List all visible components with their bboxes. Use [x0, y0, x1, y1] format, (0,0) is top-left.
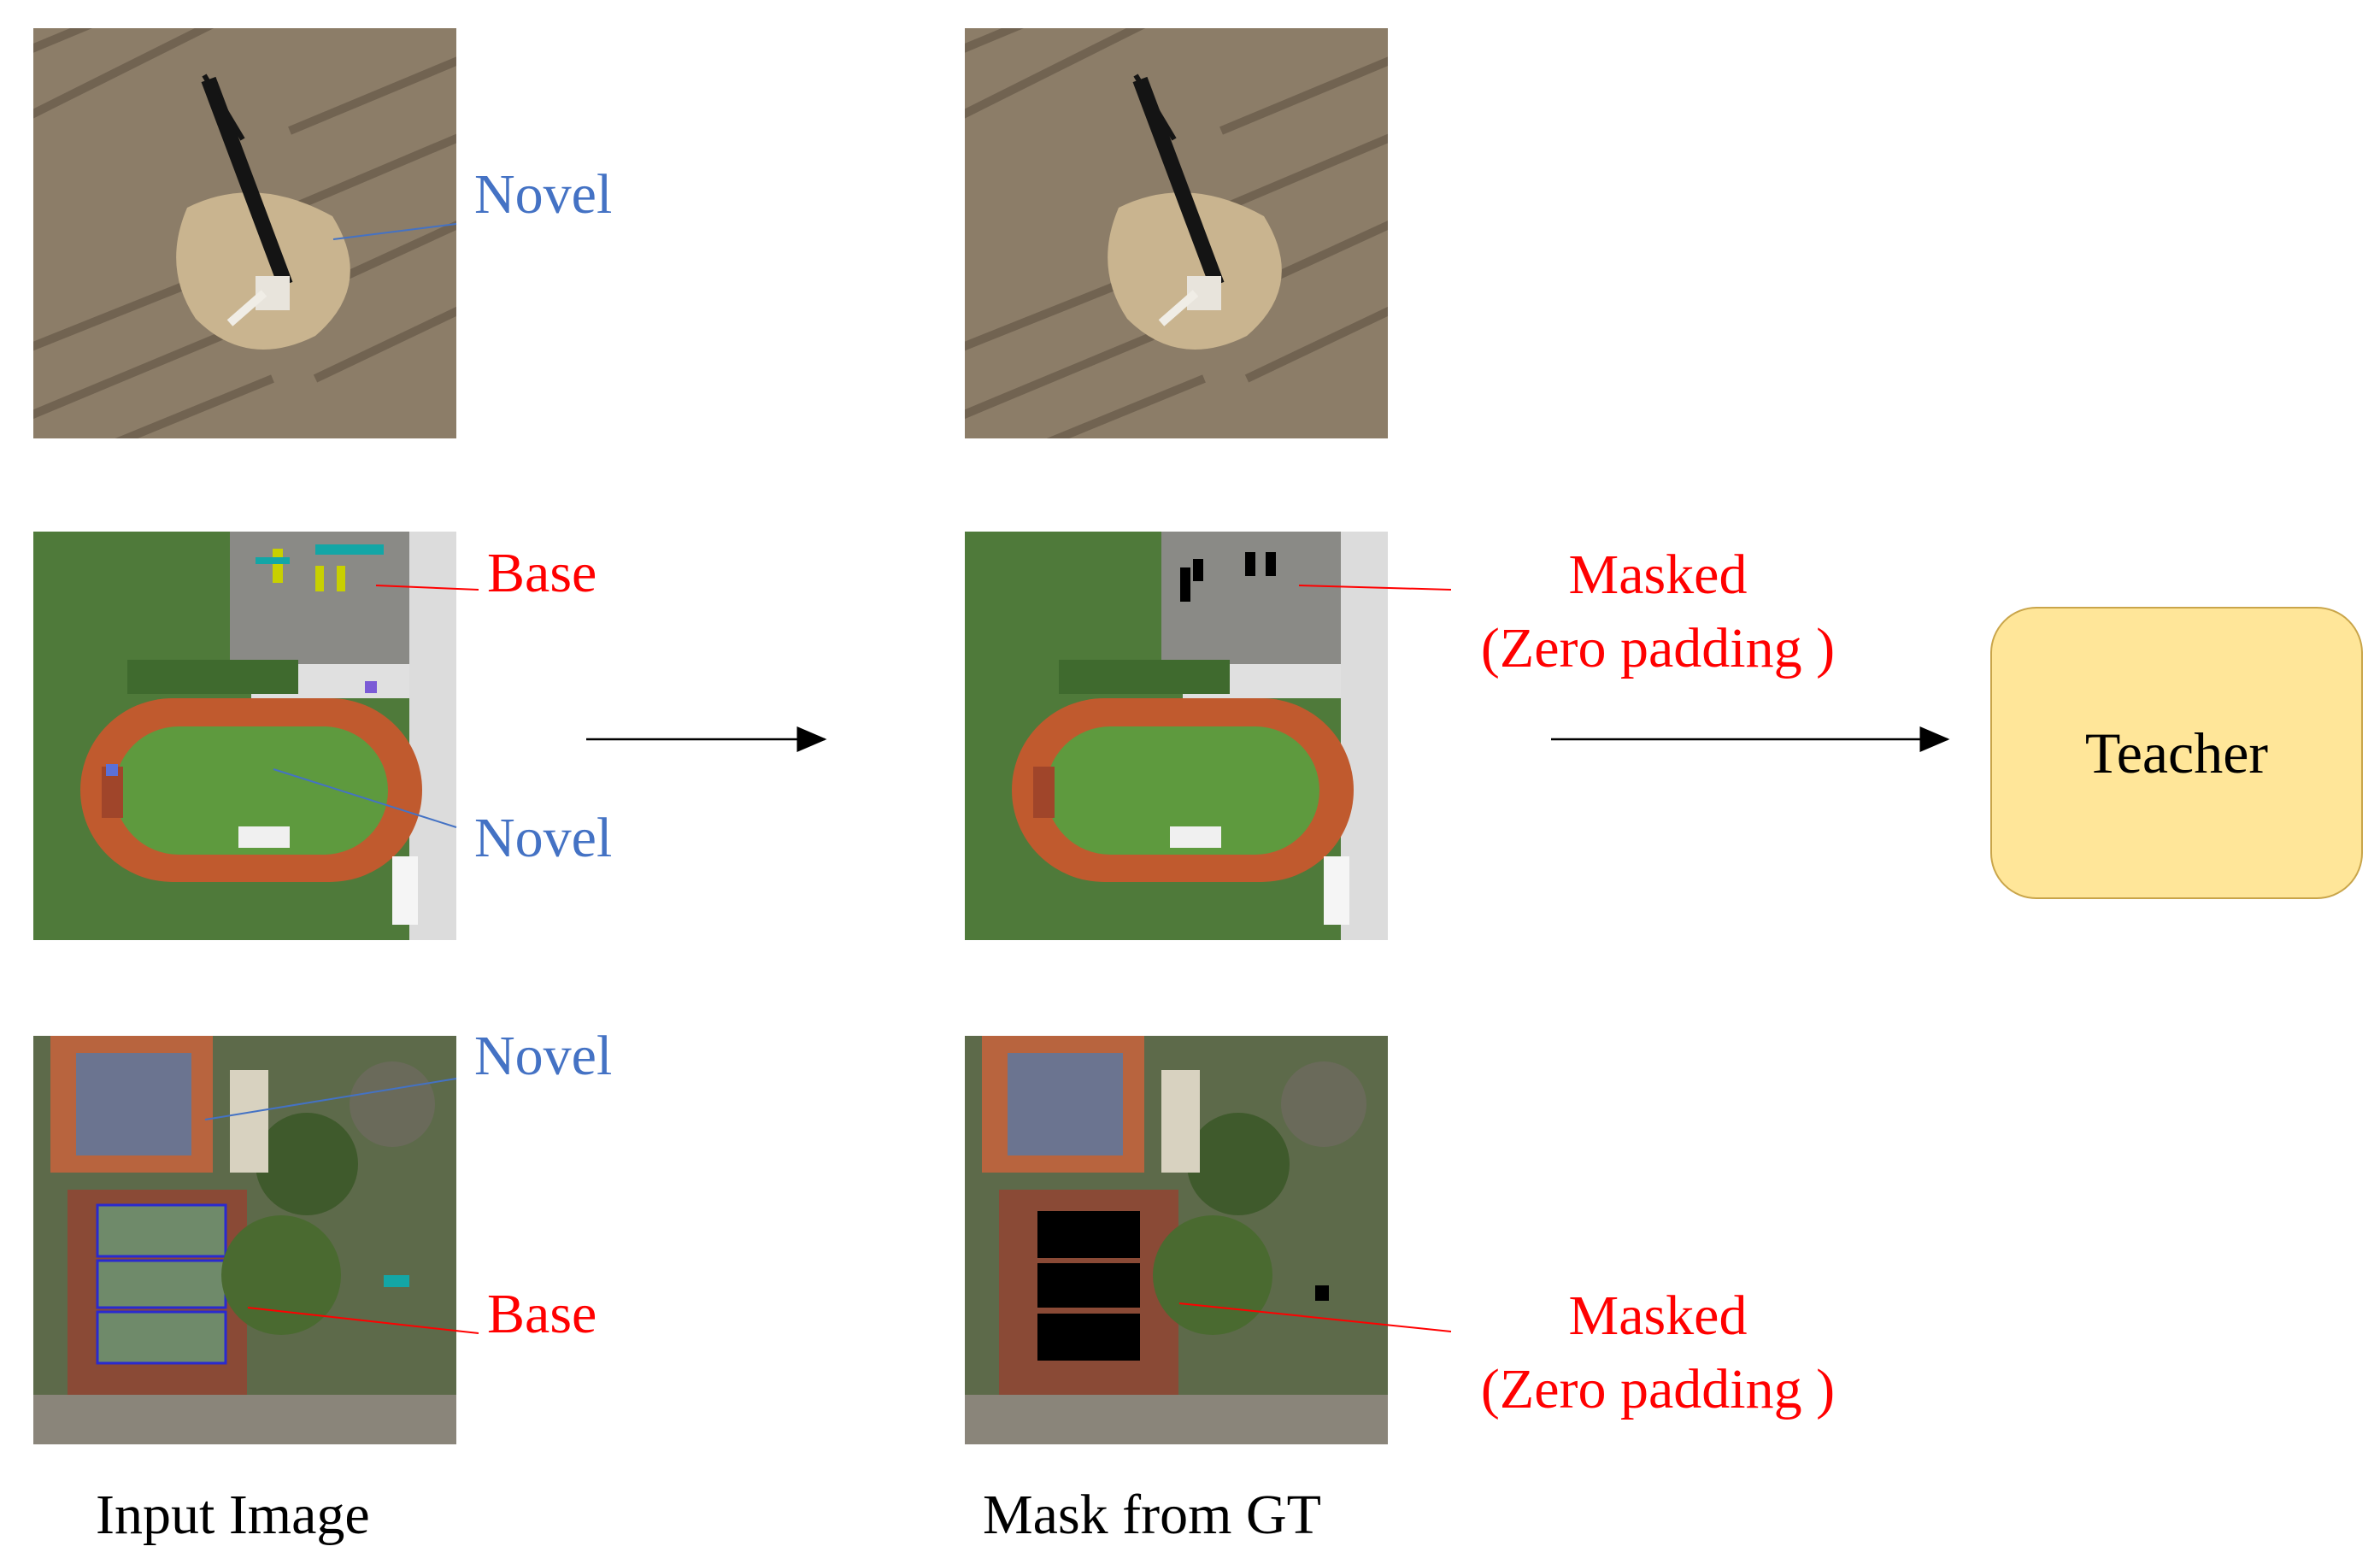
masked-image-turbine [965, 28, 1388, 438]
masked-subtitle: (Zero padding ) [1480, 1357, 1836, 1420]
label-masked-row2: Masked (Zero padding ) [1453, 538, 1863, 685]
mask-block [1037, 1211, 1140, 1258]
label-novel-row2: Novel [474, 807, 613, 869]
input-image-courts [33, 1036, 456, 1444]
mask-block [1266, 552, 1276, 576]
masked-title: Masked [1568, 1285, 1748, 1347]
mask-block [1037, 1263, 1140, 1308]
mask-block [1315, 1285, 1329, 1301]
teacher-label: Teacher [2084, 720, 2269, 785]
label-novel-row1: Novel [474, 163, 613, 226]
mask-block [1193, 559, 1203, 581]
teacher-box: Teacher [1990, 607, 2363, 899]
label-masked-row3: Masked (Zero padding ) [1453, 1279, 1863, 1426]
masked-title: Masked [1568, 544, 1748, 606]
masked-subtitle: (Zero padding ) [1480, 616, 1836, 679]
input-image-turbine [33, 28, 456, 438]
label-base-row2: Base [487, 542, 597, 604]
masked-image-courts [965, 1036, 1388, 1444]
input-image-track [33, 532, 456, 940]
caption-input-image: Input Image [96, 1484, 370, 1546]
mask-block [1180, 567, 1190, 602]
masked-image-track [965, 532, 1388, 940]
label-novel-row3: Novel [474, 1025, 613, 1087]
mask-block [1037, 1314, 1140, 1361]
label-base-row3: Base [487, 1283, 597, 1345]
mask-block [1245, 552, 1255, 576]
caption-mask-from-gt: Mask from GT [983, 1484, 1321, 1546]
